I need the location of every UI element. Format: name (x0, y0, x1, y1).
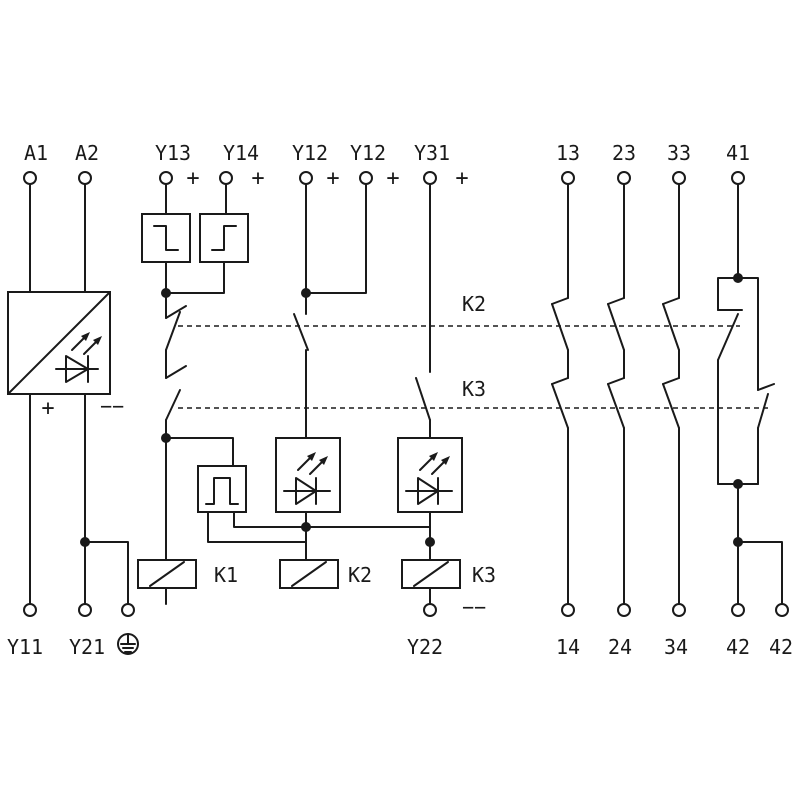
label-y11: Y11 (7, 635, 43, 659)
minus-y22: −− (462, 595, 486, 619)
k2-diode-block (275, 437, 341, 561)
k3-linkage-label: K3 (462, 377, 486, 401)
label-y13: Y13 (155, 141, 191, 165)
label-23: 23 (612, 141, 636, 165)
terminal-y22 (423, 603, 437, 617)
coil-k1-label: K1 (214, 563, 238, 587)
terminal-y31 (423, 171, 437, 185)
terminal-34 (672, 603, 686, 617)
label-y12-second: Y12 (350, 141, 386, 165)
start-input-blocks (141, 183, 249, 605)
label-y31: Y31 (414, 141, 450, 165)
terminal-y12-second (359, 171, 373, 185)
bottom-terminals (23, 603, 789, 617)
terminal-33 (672, 171, 686, 185)
top-terminals (23, 171, 745, 185)
power-supply-block (7, 183, 111, 605)
label-y12-first: Y12 (292, 141, 328, 165)
contact-linkage: K2 K3 (178, 292, 772, 409)
coil-k2-label: K2 (348, 563, 372, 587)
k2-linkage-label: K2 (462, 292, 486, 316)
terminal-y13 (159, 171, 173, 185)
label-24: 24 (608, 635, 632, 659)
label-14: 14 (556, 635, 580, 659)
label-y22: Y22 (407, 635, 443, 659)
label-41: 41 (726, 141, 750, 165)
plus-y14: + (251, 166, 264, 191)
label-42-second: 42 (769, 635, 793, 659)
terminal-23 (617, 171, 631, 185)
k2-diode-box (275, 437, 341, 513)
top-terminal-labels: A1 A2 Y13 Y14 Y12 Y12 Y31 13 23 33 41 (24, 141, 750, 165)
k3-diode-box (397, 437, 463, 513)
coil-k3-label: K3 (472, 563, 496, 587)
terminal-41 (731, 171, 745, 185)
label-34: 34 (664, 635, 688, 659)
terminal-42-first (731, 603, 745, 617)
bottom-terminal-labels: Y11 Y21 Y22 14 24 34 42 42 (7, 635, 793, 659)
relay-coils: K1 K2 K3 (137, 559, 496, 605)
terminal-42-second (775, 603, 789, 617)
y31-line (415, 183, 431, 439)
y12-feedback (293, 183, 367, 439)
nc-contact-41-42 (717, 183, 783, 605)
junction-k3 (425, 537, 435, 547)
junction-k2 (301, 522, 311, 532)
terminal-y14 (219, 171, 233, 185)
label-42-first: 42 (726, 635, 750, 659)
label-a1: A1 (24, 141, 48, 165)
plus-y13: + (186, 166, 199, 191)
label-y14: Y14 (223, 141, 259, 165)
plus-y31: + (455, 166, 468, 191)
plus-signs: + + + + + + (41, 166, 468, 421)
terminal-a2 (78, 171, 92, 185)
pulse-block (197, 465, 431, 543)
plus-y12-second: + (386, 166, 399, 191)
terminal-14 (561, 603, 575, 617)
plus-y12-first: + (326, 166, 339, 191)
label-y21: Y21 (69, 635, 105, 659)
plus-supply: + (41, 396, 54, 421)
earth-icon (117, 633, 139, 655)
terminal-y21 (78, 603, 92, 617)
terminal-13 (561, 171, 575, 185)
terminal-earth (121, 603, 135, 617)
output-contacts (551, 183, 680, 605)
terminal-y11 (23, 603, 37, 617)
k3-diode-block (397, 437, 463, 561)
y21-earth-branch (80, 537, 129, 605)
terminal-24 (617, 603, 631, 617)
minus-signs: −− −− (100, 394, 486, 619)
label-a2: A2 (75, 141, 99, 165)
pulse-box (197, 465, 247, 513)
label-33: 33 (667, 141, 691, 165)
terminal-y12-first (299, 171, 313, 185)
terminal-a1 (23, 171, 37, 185)
label-13: 13 (556, 141, 580, 165)
minus-supply: −− (100, 394, 124, 418)
